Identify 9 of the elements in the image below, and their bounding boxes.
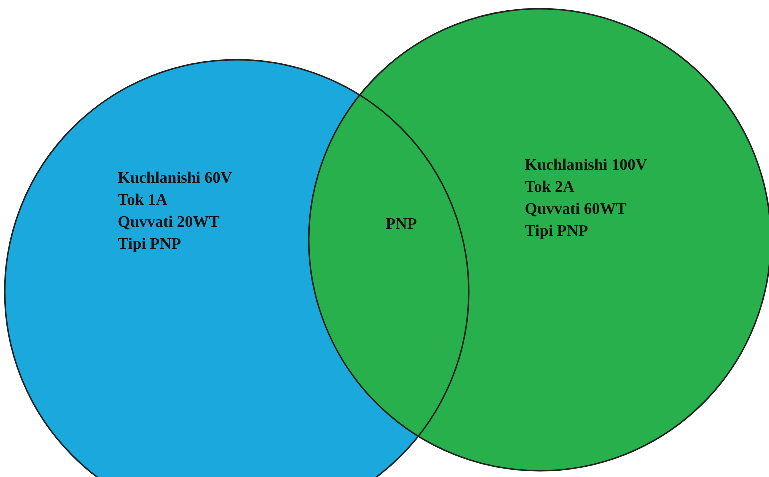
spec-text: Kuchlanishi 60V	[118, 169, 232, 189]
spec-text: PNP	[386, 215, 418, 235]
spec-text: Tipi PNP	[118, 235, 182, 255]
spec-text: Quvvati 60WT	[525, 200, 627, 220]
spec-text: Tok 2A	[525, 178, 575, 198]
spec-text: Kuchlanishi 100V	[525, 156, 648, 176]
spec-text: Quvvati 20WT	[118, 213, 220, 233]
spec-text: Tok 1A	[118, 191, 168, 211]
spec-text: Tipi PNP	[525, 222, 588, 242]
